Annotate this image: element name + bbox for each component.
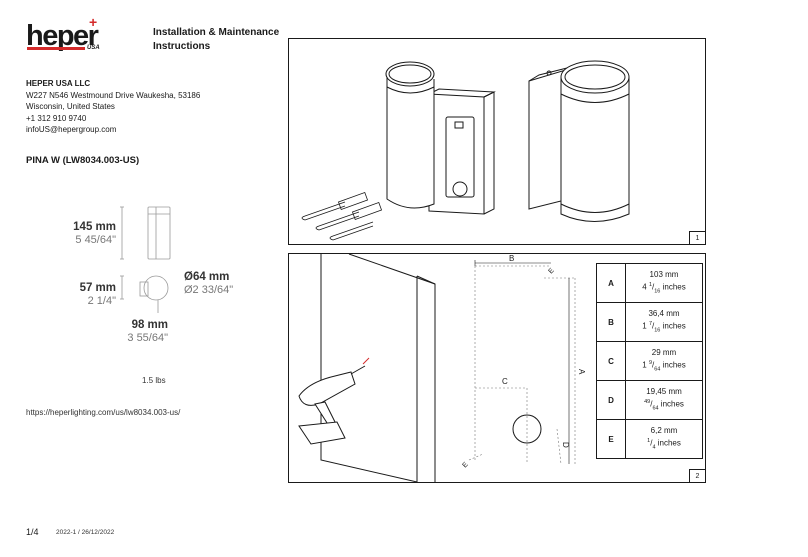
row-in-den: 4: [652, 444, 656, 451]
diameter-in: Ø2 33/64": [184, 284, 234, 296]
row-letter: B: [596, 302, 626, 342]
row-mm: 36,4 mm: [648, 308, 680, 318]
row-mm: 6,2 mm: [650, 425, 678, 435]
row-in-unit: inches: [660, 399, 684, 409]
label-d: D: [561, 442, 570, 448]
row-letter: C: [596, 341, 626, 381]
brand-region: USA: [87, 45, 100, 51]
panel-1-number: 1: [689, 231, 705, 244]
row-in-unit: inches: [662, 360, 686, 370]
row-in-num: 1: [647, 437, 651, 444]
row-value: 103 mm 4 1/16 inches: [625, 263, 703, 303]
height-mm: 145 mm: [73, 221, 116, 233]
row-value: 6,2 mm 1/4 inches: [625, 419, 703, 459]
company-name: HEPER USA LLC: [26, 79, 91, 88]
row-in-num: 49: [644, 398, 651, 405]
product-name: PINA W (LW8034.003-US): [26, 155, 140, 166]
company-address1: W227 N546 Westmound Drive Waukesha, 5318…: [26, 90, 201, 100]
row-in-unit: inches: [662, 282, 686, 292]
row-value: 29 mm 1 9/64 inches: [625, 341, 703, 381]
label-e-top: E: [547, 267, 555, 275]
table-row: C 29 mm 1 9/64 inches: [596, 341, 703, 381]
document-title-line2: Instructions: [153, 41, 211, 52]
row-in-num: 1: [648, 281, 653, 288]
row-in-whole: 4: [642, 282, 647, 292]
brand-plus-icon: +: [89, 14, 98, 30]
diameter-mm: Ø64 mm: [184, 271, 230, 283]
row-in-whole: 1: [642, 360, 647, 370]
table-row: A 103 mm 4 1/16 inches: [596, 263, 703, 303]
product-url[interactable]: https://heperlighting.com/us/lw8034.003-…: [26, 408, 181, 417]
panel-2-number: 2: [689, 469, 705, 482]
row-value: 36,4 mm 1 7/16 inches: [625, 302, 703, 342]
brand-underline: [27, 47, 85, 50]
dimension-drawing: [120, 206, 171, 313]
product-weight: 1.5 lbs: [142, 376, 166, 385]
document-version: 2022-1 / 26/12/2022: [56, 529, 115, 536]
page-number: 1/4: [26, 527, 39, 537]
document-title: Installation & Maintenance Instructions: [153, 26, 293, 54]
label-e-bottom: E: [461, 461, 469, 469]
row-mm: 19,45 mm: [646, 386, 682, 396]
row-letter: E: [596, 419, 626, 459]
row-letter: D: [596, 380, 626, 420]
row-in-den: 64: [654, 366, 661, 373]
product-illustration: [301, 60, 630, 241]
row-inches: 1/4 inches: [647, 437, 681, 451]
company-phone: +1 312 910 9740: [26, 113, 87, 123]
row-mm: 103 mm: [649, 269, 679, 279]
row-in-num: 9: [648, 359, 653, 366]
label-c: C: [502, 377, 508, 386]
row-in-num: 7: [648, 320, 653, 327]
width-mm: 98 mm: [131, 319, 168, 331]
row-inches: 1 7/16 inches: [642, 320, 686, 334]
row-letter: A: [596, 263, 626, 303]
installation-drawing: B C A D E E: [298, 254, 586, 482]
company-address2: Wisconsin, United States: [26, 102, 115, 111]
row-inches: 4 1/16 inches: [642, 281, 686, 295]
brand-logo: heper: [26, 20, 99, 52]
row-value: 19,45 mm 49/64 inches: [625, 380, 703, 420]
depth-mm: 57 mm: [79, 282, 116, 294]
row-inches: 49/64 inches: [644, 398, 684, 412]
label-a: A: [577, 369, 586, 375]
document-title-line1: Installation & Maintenance: [153, 27, 280, 38]
label-b: B: [509, 254, 514, 263]
company-email: infoUS@hepergroup.com: [26, 125, 117, 134]
row-in-den: 16: [654, 288, 661, 295]
row-in-unit: inches: [662, 321, 686, 331]
row-inches: 1 9/64 inches: [642, 359, 686, 373]
illustration-panel-2: B C A D E E 2: [288, 253, 706, 483]
row-mm: 29 mm: [651, 347, 677, 357]
row-in-unit: inches: [657, 438, 681, 448]
depth-in: 2 1/4": [87, 295, 116, 307]
row-in-den: 64: [652, 405, 659, 412]
row-in-den: 16: [654, 327, 661, 334]
company-info: HEPER USA LLC W227 N546 Westmound Drive …: [26, 78, 200, 136]
illustration-panel-1: 1: [288, 38, 706, 245]
width-in: 3 55/64": [127, 332, 168, 344]
table-row: B 36,4 mm 1 7/16 inches: [596, 302, 703, 342]
row-in-whole: 1: [642, 321, 647, 331]
height-in: 5 45/64": [75, 234, 116, 246]
